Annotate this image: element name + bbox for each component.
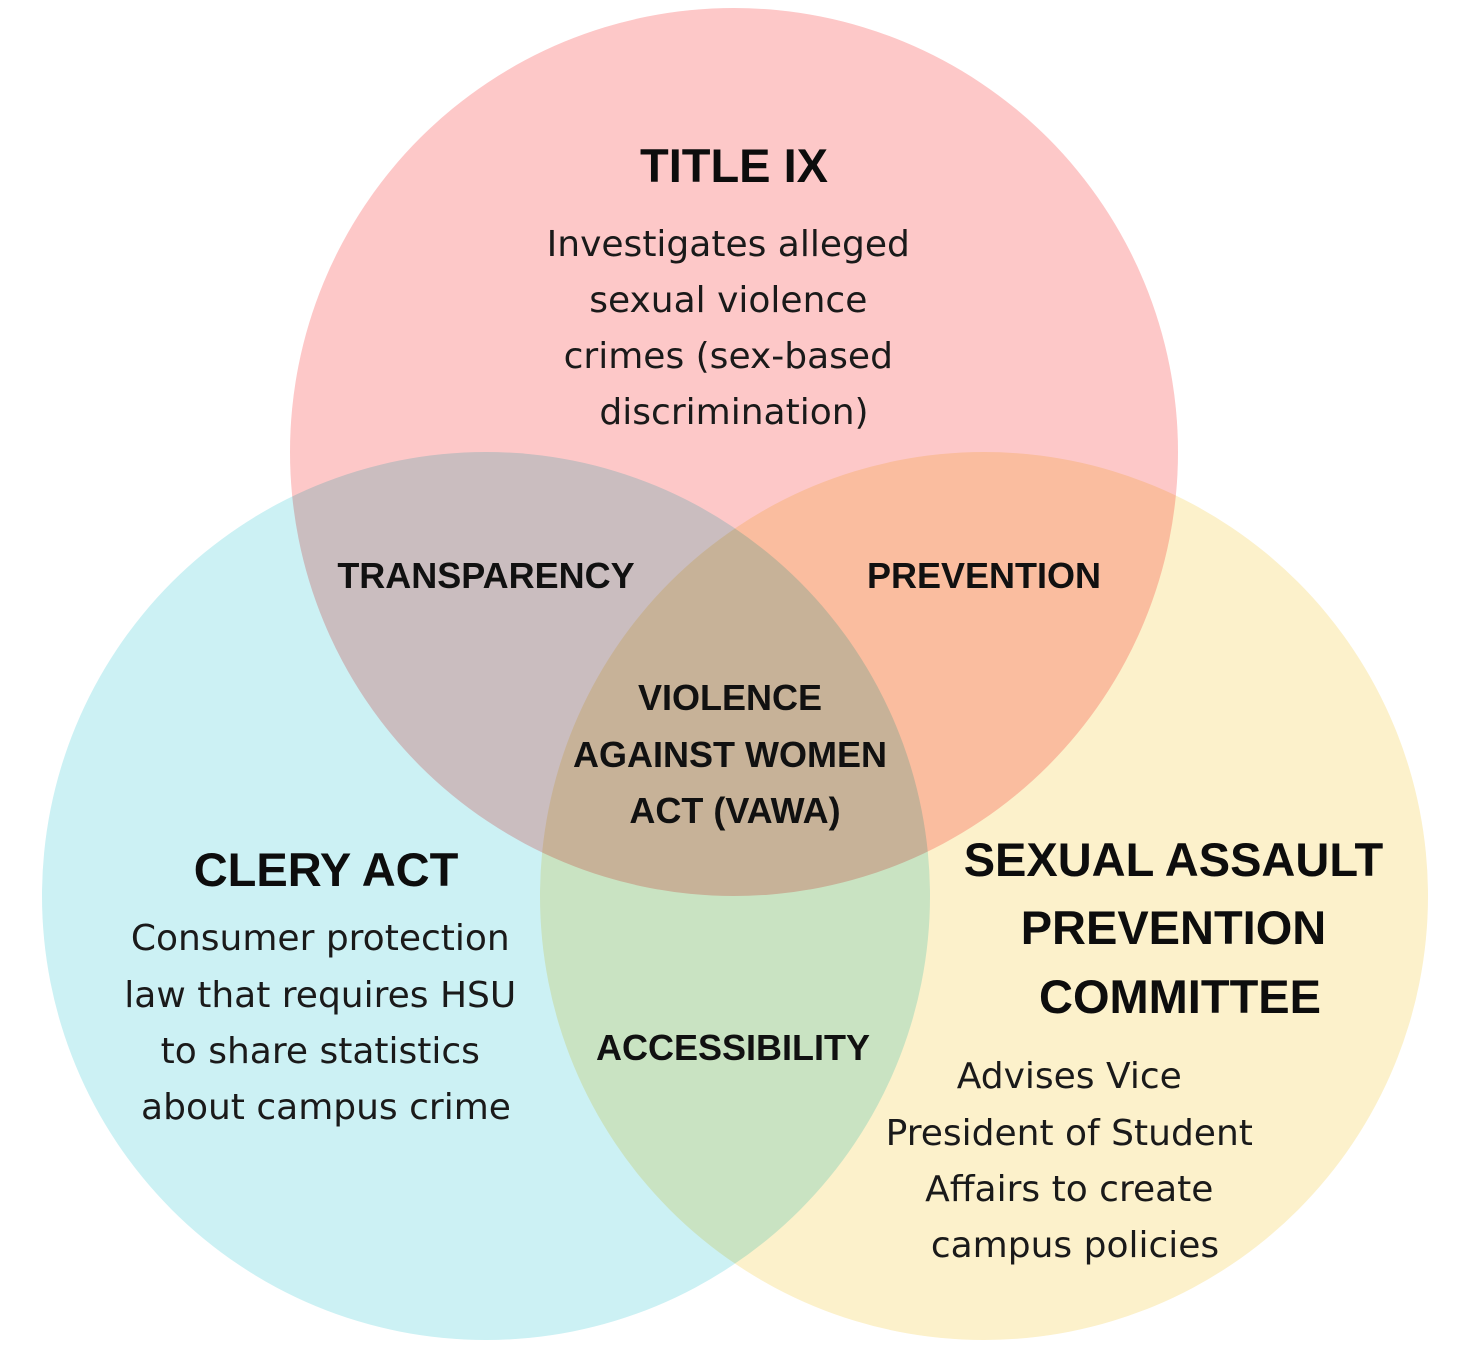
- accessibility-label: ACCESSIBILITY: [596, 1027, 870, 1068]
- clery-act-title: CLERY ACT: [194, 843, 459, 896]
- title-ix-description: Investigates alleged sexual violence cri…: [547, 224, 922, 433]
- vawa-label-line: VIOLENCE: [638, 677, 822, 718]
- prevention-label: PREVENTION: [867, 555, 1101, 596]
- title-ix-title: TITLE IX: [640, 139, 828, 192]
- title-ix-desc-line: Investigates alleged: [547, 224, 910, 265]
- sapc-desc-line: Advises Vice: [957, 1056, 1182, 1097]
- vawa-label-line: AGAINST WOMEN: [573, 734, 887, 775]
- clery-act-desc-line: to share statistics: [161, 1031, 480, 1072]
- sapc-desc-line: campus policies: [931, 1225, 1219, 1266]
- clery-act-desc-line: law that requires HSU: [124, 975, 516, 1016]
- sapc-title: SEXUAL ASSAULT PREVENTION COMMITTEE: [964, 833, 1397, 1023]
- clery-act-desc-line: about campus crime: [141, 1087, 511, 1128]
- clery-act-description: Consumer protection law that requires HS…: [124, 918, 527, 1128]
- title-ix-desc-line: discrimination): [599, 392, 868, 433]
- title-ix-desc-line: sexual violence: [589, 280, 867, 321]
- clery-act-desc-line: Consumer protection: [131, 918, 510, 959]
- title-ix-desc-line: crimes (sex-based: [564, 336, 893, 377]
- sapc-title-line: PREVENTION: [1021, 901, 1327, 954]
- vawa-label: VIOLENCE AGAINST WOMEN ACT (VAWA): [573, 677, 897, 831]
- sapc-description: Advises Vice President of Student Affair…: [886, 1056, 1265, 1266]
- sapc-desc-line: Affairs to create: [925, 1169, 1213, 1210]
- sapc-desc-line: President of Student: [886, 1113, 1253, 1154]
- sapc-title-line: SEXUAL ASSAULT: [964, 833, 1384, 886]
- transparency-label: TRANSPARENCY: [337, 555, 634, 596]
- sapc-title-line: COMMITTEE: [1039, 970, 1321, 1023]
- vawa-label-line: ACT (VAWA): [629, 790, 840, 831]
- sapc-circle: [540, 452, 1428, 1340]
